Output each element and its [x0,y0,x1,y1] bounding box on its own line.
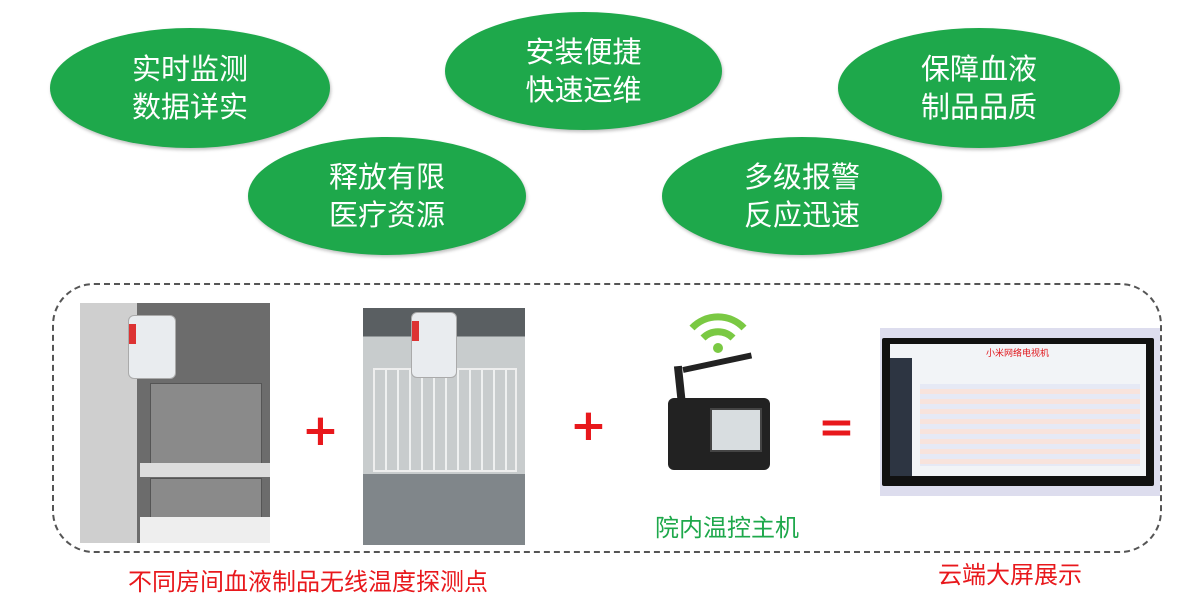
feature-realtime-monitoring: 实时监测数据详实 [50,28,330,148]
sensors-label: 不同房间血液制品无线温度探测点 [128,568,488,596]
plus-sign: + [570,400,607,451]
equals-sign: = [818,402,855,453]
dashboard-screen: 小米网络电视机 [890,344,1146,476]
feature-text: 反应迅速 [743,198,860,232]
temperature-host-device [668,398,770,470]
system-frame [52,283,1162,553]
sensor-device [411,312,457,378]
cloud-label: 云端大屏展示 [938,561,1082,589]
feature-alarm: 多级报警反应迅速 [662,137,942,255]
device-screen [710,408,762,452]
host-label: 院内温控主机 [655,514,799,542]
cold-room-sensor-photo [80,303,270,543]
feature-text: 保障血液 [920,52,1037,86]
feature-easy-install: 安装便捷快速运维 [445,12,722,130]
feature-text: 制品品质 [920,90,1037,124]
feature-quality: 保障血液制品品质 [838,28,1120,148]
feature-release-resources: 释放有限医疗资源 [248,137,526,255]
feature-text: 多级报警 [743,160,860,194]
feature-text: 安装便捷 [525,35,642,69]
sensor-device [128,315,176,379]
feature-text: 医疗资源 [328,198,445,232]
feature-text: 快速运维 [525,73,642,107]
feature-text: 数据详实 [131,90,248,124]
plus-sign: + [302,405,339,456]
tv-caption: 小米网络电视机 [986,349,1050,359]
feature-text: 实时监测 [131,52,248,86]
feature-text: 释放有限 [328,160,445,194]
cloud-display-tv: 小米网络电视机 [880,328,1160,496]
wifi-icon [689,313,747,353]
freezer-sensor-photo [363,308,525,545]
